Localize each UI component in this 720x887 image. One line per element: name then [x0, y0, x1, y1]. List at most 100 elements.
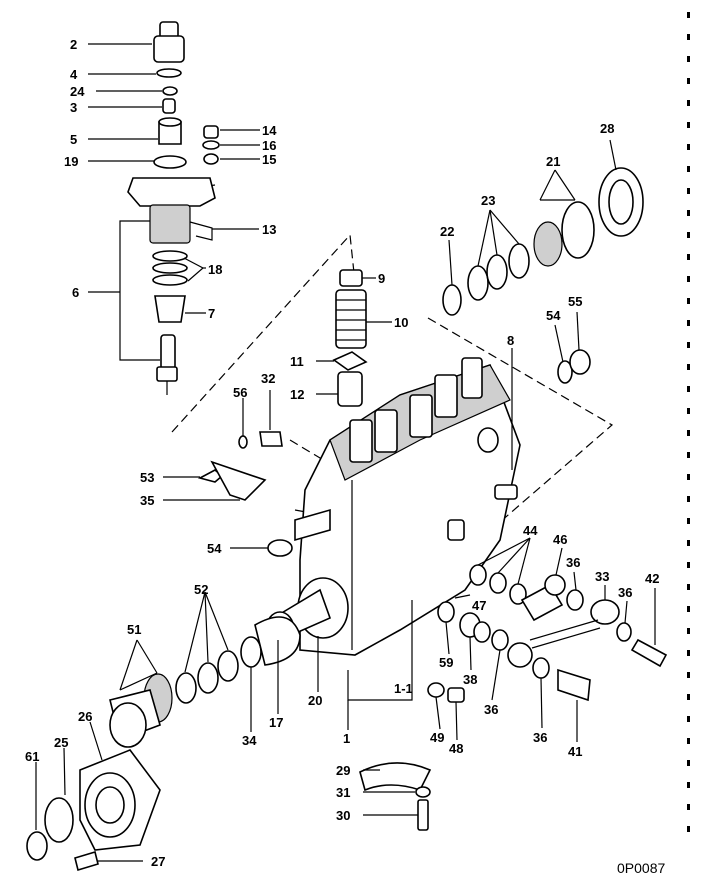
margin-tick: [687, 562, 690, 568]
callout-12: 12: [290, 387, 304, 402]
callout-38: 38: [463, 672, 477, 687]
margin-tick: [687, 34, 690, 40]
margin-tick: [687, 760, 690, 766]
margin-tick: [687, 738, 690, 744]
margin-tick: [687, 320, 690, 326]
callout-23: 23: [481, 193, 495, 208]
callout-48: 48: [449, 741, 463, 756]
margin-tick: [687, 100, 690, 106]
callout-1: 1: [343, 731, 350, 746]
callout-9: 9: [378, 271, 385, 286]
margin-tick: [687, 518, 690, 524]
callout-6: 6: [72, 285, 79, 300]
callout-22: 22: [440, 224, 454, 239]
margin-tick: [687, 474, 690, 480]
margin-tick: [687, 650, 690, 656]
margin-tick: [687, 606, 690, 612]
callout-36: 36: [533, 730, 547, 745]
callout-42: 42: [645, 571, 659, 586]
margin-tick: [687, 672, 690, 678]
leader-lines: [35, 43, 656, 862]
margin-tick: [687, 188, 690, 194]
callout-46: 46: [553, 532, 567, 547]
callout-14: 14: [262, 123, 277, 138]
margin-tick: [687, 342, 690, 348]
drawing-id: 0P0087: [617, 860, 665, 876]
callout-36: 36: [618, 585, 632, 600]
callout-31: 31: [336, 785, 350, 800]
margin-tick: [687, 804, 690, 810]
callout-30: 30: [336, 808, 350, 823]
callout-16: 16: [262, 138, 276, 153]
callout-61: 61: [25, 749, 39, 764]
margin-tick: [687, 364, 690, 370]
callout-52: 52: [194, 582, 208, 597]
callout-27: 27: [151, 854, 165, 869]
callout-28: 28: [600, 121, 614, 136]
callout-35: 35: [140, 493, 154, 508]
callout-33: 33: [595, 569, 609, 584]
margin-tick: [687, 166, 690, 172]
margin-tick: [687, 584, 690, 590]
margin-tick: [687, 716, 690, 722]
margin-tick: [687, 430, 690, 436]
callout-3: 3: [70, 100, 77, 115]
callout-21: 21: [546, 154, 560, 169]
callout-24: 24: [70, 84, 85, 99]
callout-36: 36: [484, 702, 498, 717]
callout-51: 51: [127, 622, 141, 637]
margin-tick: [687, 782, 690, 788]
margin-tick: [687, 56, 690, 62]
margin-tick: [687, 540, 690, 546]
callout-56: 56: [233, 385, 247, 400]
margin-tick: [687, 386, 690, 392]
margin-tick: [687, 254, 690, 260]
margin-tick: [687, 826, 690, 832]
margin-tick: [687, 694, 690, 700]
callout-10: 10: [394, 315, 408, 330]
callout-59: 59: [439, 655, 453, 670]
callout-17: 17: [269, 715, 283, 730]
margin-tick: [687, 298, 690, 304]
right-side-parts: [427, 167, 668, 703]
margin-tick: [687, 144, 690, 150]
callout-29: 29: [336, 763, 350, 778]
margin-tick: [687, 452, 690, 458]
callout-18: 18: [208, 262, 222, 277]
margin-tick: [687, 78, 690, 84]
callout-25: 25: [54, 735, 68, 750]
callout-15: 15: [262, 152, 276, 167]
callout-41: 41: [568, 744, 582, 759]
callout-36: 36: [566, 555, 580, 570]
callout-53: 53: [140, 470, 154, 485]
callout-34: 34: [242, 733, 257, 748]
callout-11: 11: [290, 354, 304, 369]
coupling-group: [26, 616, 301, 872]
margin-tick: [687, 276, 690, 282]
margin-tick: [687, 628, 690, 634]
margin-tick: [687, 12, 690, 18]
margin-tick: [687, 210, 690, 216]
callout-47: 47: [472, 598, 486, 613]
callout-19: 19: [64, 154, 78, 169]
delivery-valve-stack: [127, 21, 220, 395]
callout-54: 54: [207, 541, 222, 556]
margin-tick: [687, 232, 690, 238]
callout-26: 26: [78, 709, 92, 724]
callout-49: 49: [430, 730, 444, 745]
margin-tick: [687, 408, 690, 414]
callout-44: 44: [523, 523, 538, 538]
callout-20: 20: [308, 693, 322, 708]
callout-13: 13: [262, 222, 276, 237]
callout-labels: 2 4 24 3 5 19 14 16 15 13 18 6 7 9 10 11…: [25, 37, 659, 869]
callout-4: 4: [70, 67, 78, 82]
callout-54: 54: [546, 308, 561, 323]
margin-tick: [687, 122, 690, 128]
callout-8: 8: [507, 333, 514, 348]
callout-5: 5: [70, 132, 77, 147]
margin-marks: [687, 12, 690, 832]
plunger-spring-group: [332, 269, 368, 407]
margin-tick: [687, 496, 690, 502]
